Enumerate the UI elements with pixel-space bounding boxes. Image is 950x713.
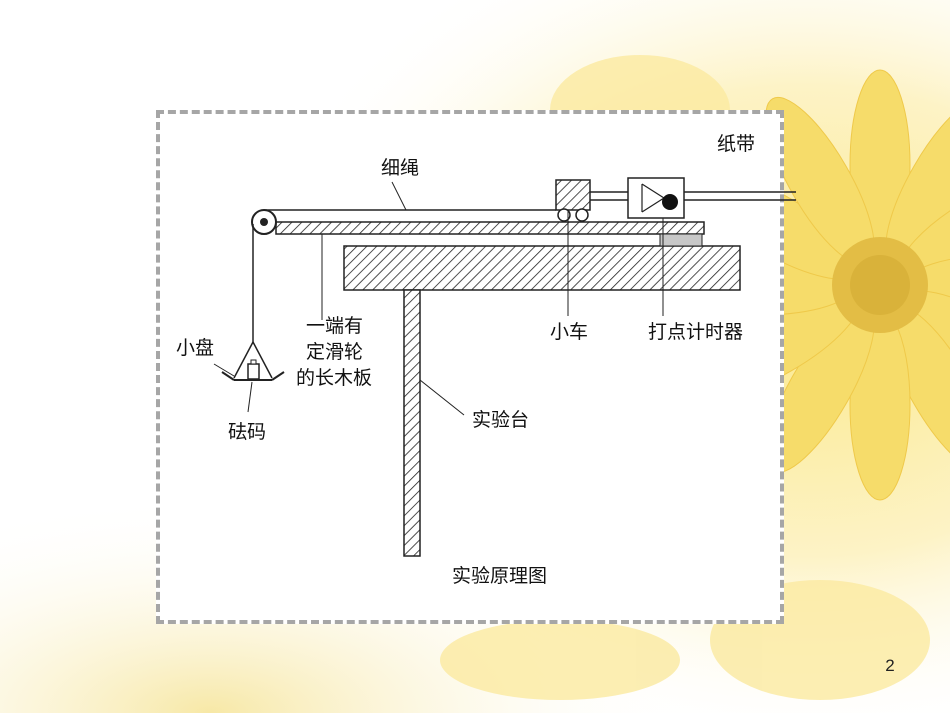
label-board-line3: 的长木板 — [296, 367, 372, 389]
leader-tray — [213, 363, 235, 377]
table-leg — [403, 289, 421, 557]
pulley — [251, 209, 277, 235]
label-string: 细绳 — [381, 157, 419, 179]
label-paper-tape: 纸带 — [717, 133, 755, 155]
slide-number: 2 — [885, 656, 895, 675]
label-board-line2: 定滑轮 — [306, 341, 363, 363]
table-top — [343, 245, 741, 291]
label-cart: 小车 — [550, 321, 588, 343]
leader-string — [391, 181, 407, 211]
weight-block — [247, 359, 260, 380]
cart — [555, 179, 591, 222]
label-table: 实验台 — [472, 409, 529, 431]
dot-timer — [627, 177, 703, 247]
label-board-line1: 一端有 — [306, 315, 363, 337]
experiment-diagram: 细绳 纸带 小盘 砝码 一端有 定滑轮 的长木板 小车 打点计时器 实验台 实验… — [176, 133, 796, 587]
diagram-title: 实验原理图 — [452, 565, 547, 587]
label-timer: 打点计时器 — [648, 321, 743, 343]
label-weights: 砝码 — [228, 421, 266, 443]
leader-weight — [247, 381, 253, 413]
small-tray — [221, 341, 285, 381]
label-small-tray: 小盘 — [176, 337, 214, 359]
leader-table — [419, 379, 465, 416]
long-board — [275, 221, 705, 235]
